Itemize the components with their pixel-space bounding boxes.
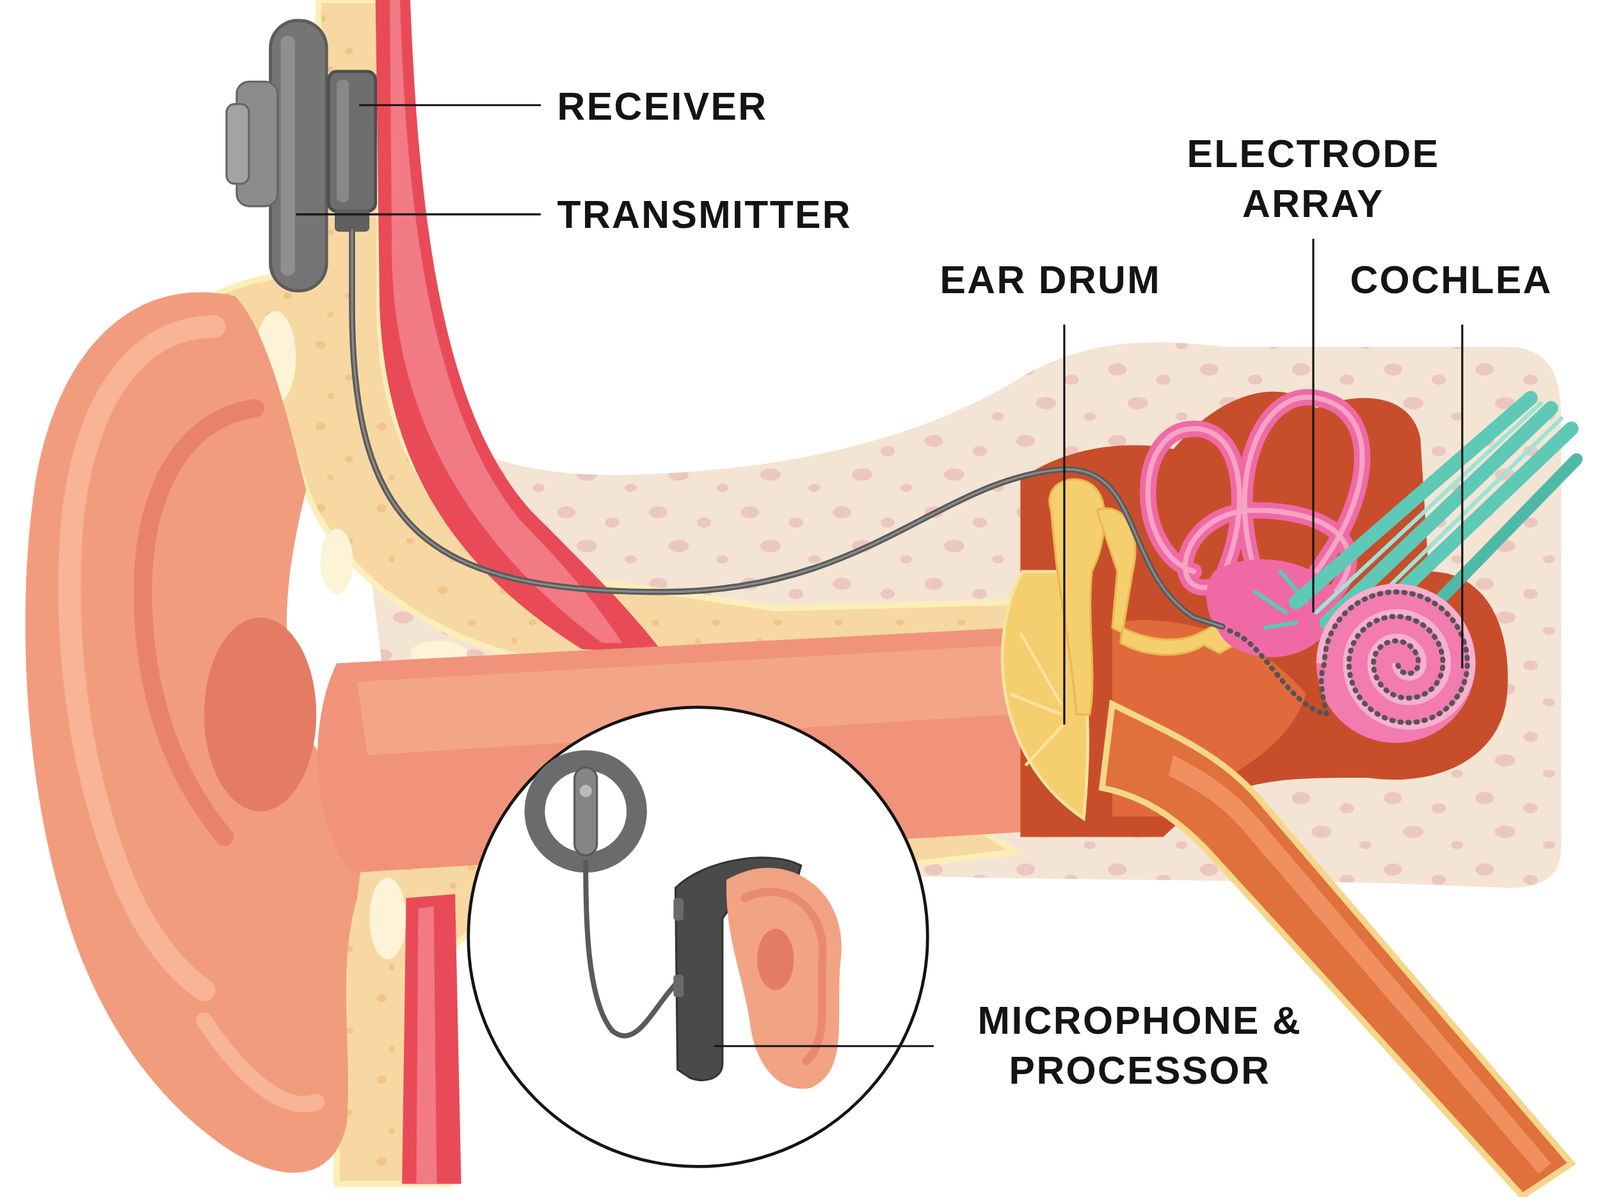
leader-line: [295, 104, 1462, 1046]
part-label: EAR DRUM: [939, 255, 1161, 306]
part-label: MICROPHONE & PROCESSOR: [935, 995, 1344, 1097]
label-holder: TRANSMITTER: [557, 190, 852, 241]
auricle: [25, 291, 368, 1173]
part-label: RECEIVER: [557, 81, 768, 133]
label-holder: EAR DRUM: [939, 255, 1161, 306]
inset-cable: [585, 862, 682, 1036]
label-holder: COCHLEA: [1349, 255, 1552, 306]
part-label: ELECTRODE ARRAY: [1150, 129, 1477, 230]
label-holder: ELECTRODE ARRAY: [1150, 129, 1477, 230]
eustachian-tube: [1102, 704, 1572, 1197]
inset-coil: [534, 760, 637, 863]
ear-cavity: [1020, 391, 1508, 838]
label-holder: RECEIVER: [557, 81, 768, 133]
muscle: [401, 894, 461, 1184]
inset-circle: [468, 707, 928, 1167]
skin-layer: [200, 0, 1011, 660]
inset-ear: [726, 867, 842, 1089]
transmitter-coil: [270, 20, 328, 292]
cochlea: [1316, 583, 1476, 744]
receiver: [328, 71, 376, 212]
ossicle: [1049, 479, 1105, 715]
part-label: COCHLEA: [1349, 255, 1552, 306]
part-label: TRANSMITTER: [557, 190, 852, 241]
label-holder: MICROPHONE & PROCESSOR: [935, 995, 1344, 1097]
vestibule: [1206, 559, 1337, 658]
electrode-array: [1229, 592, 1467, 723]
implant-wire: [352, 229, 1223, 627]
